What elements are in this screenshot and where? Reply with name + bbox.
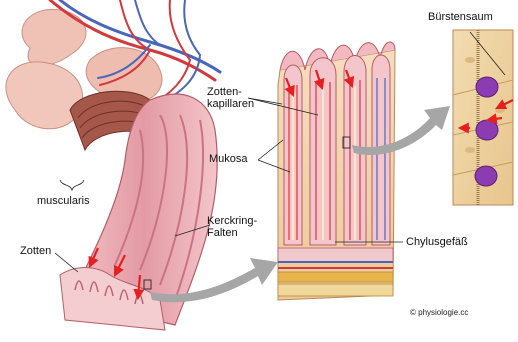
enterocyte-detail	[453, 30, 513, 205]
label-buerstensaum: Bürstensaum	[428, 11, 493, 23]
label-zottenkapillaren-2: kapillaren	[207, 98, 254, 110]
label-chylusgefaess: Chylusgefäß	[406, 236, 468, 248]
label-kerckring-1: Kerckring-	[207, 215, 257, 227]
label-mukosa: Mukosa	[209, 153, 248, 165]
label-kerckring-2: Falten	[207, 227, 238, 239]
label-zotten: Zotten	[20, 245, 51, 257]
villi-block	[278, 42, 395, 300]
label-muscularis: muscularis	[37, 195, 90, 207]
copyright-credit: © physiologie.cc	[410, 308, 468, 317]
label-zottenkapillaren-1: Zotten-	[207, 86, 242, 98]
